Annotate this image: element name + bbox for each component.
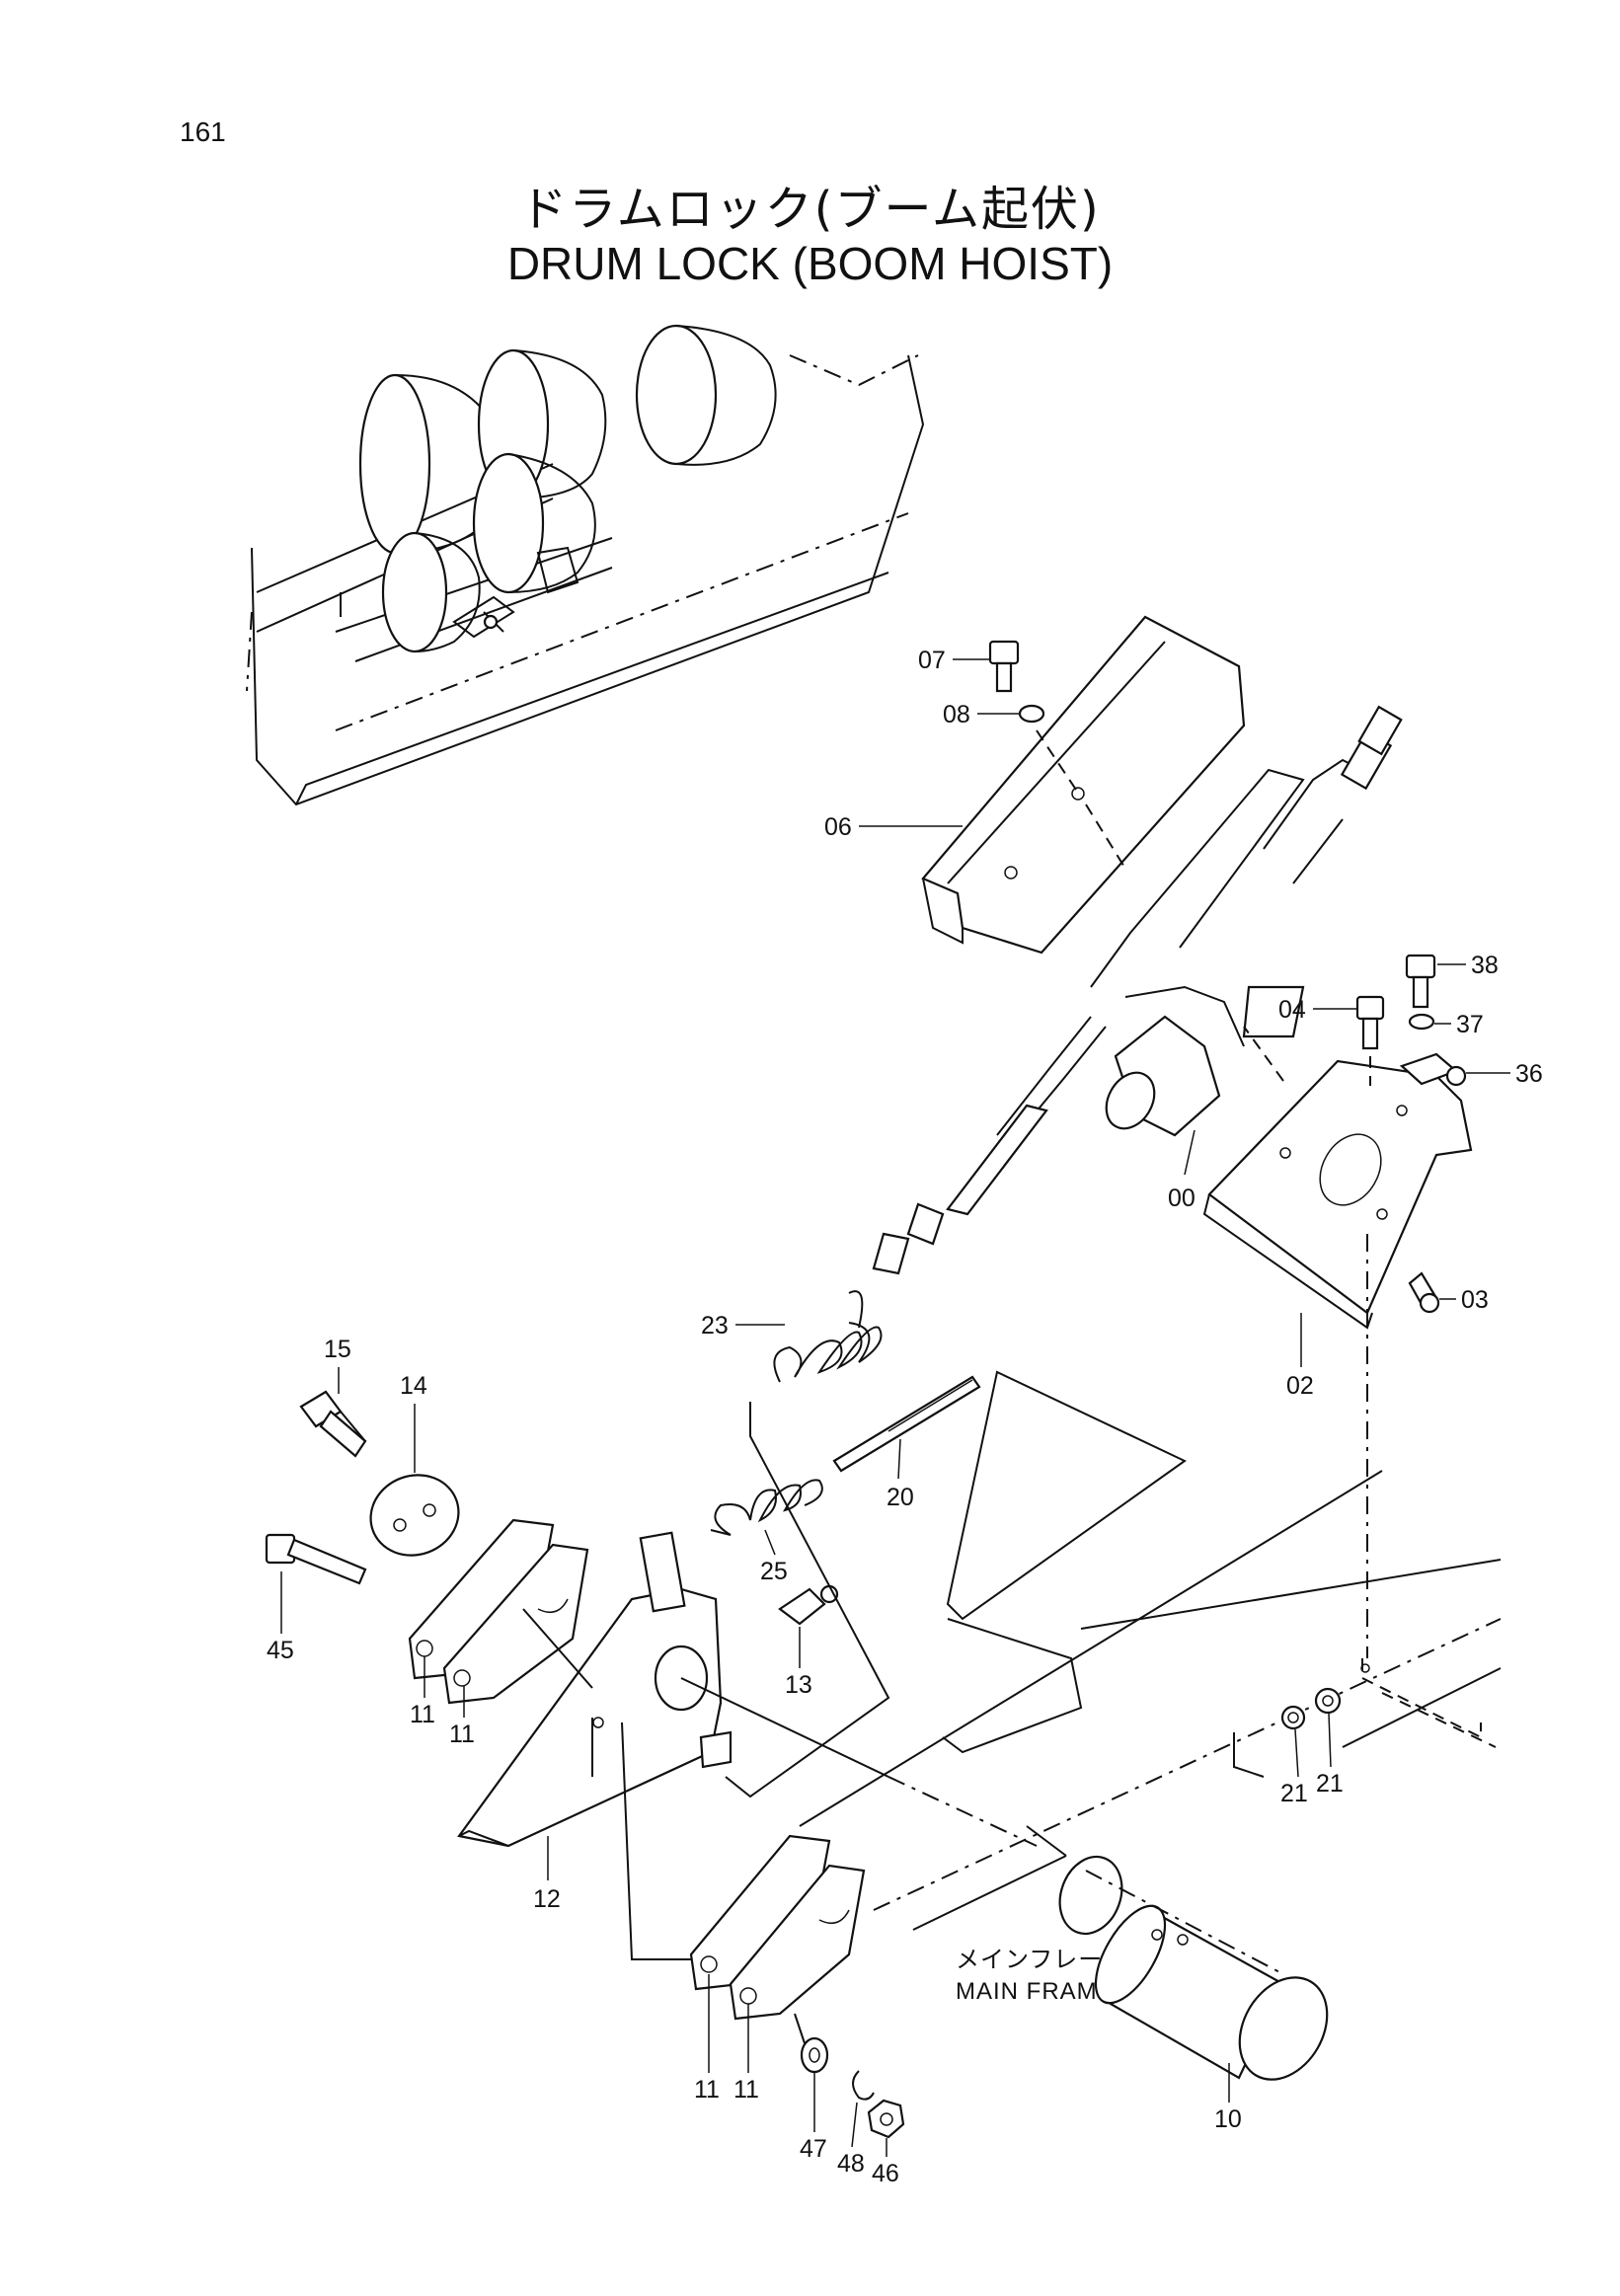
- main-frame-label-english: MAIN FRAME: [956, 1978, 1115, 2005]
- part-label-38: 38: [1471, 952, 1499, 979]
- part-label-47: 47: [800, 2135, 827, 2163]
- leader-lines: [280, 658, 1510, 2157]
- part-label-15: 15: [324, 1336, 351, 1363]
- mounting-plate: [946, 1370, 1187, 1621]
- main-frame-label: メインフレーム MAIN FRAME: [956, 1945, 1127, 2008]
- part-label-10: 10: [1214, 2105, 1242, 2133]
- part-label-02: 02: [1286, 1372, 1314, 1400]
- plate-14: [369, 1474, 460, 1557]
- part-label-25: 25: [760, 1558, 788, 1585]
- nut-46: [867, 2099, 905, 2139]
- fork-11-upper-right: [442, 1543, 589, 1705]
- bolt-04: [1355, 995, 1385, 1050]
- part-label-36: 36: [1515, 1060, 1543, 1088]
- grease-fitting-13: [778, 1584, 839, 1626]
- part-label-21b: 21: [1316, 1770, 1344, 1798]
- part-label-48: 48: [837, 2150, 865, 2178]
- part-label-06: 06: [824, 813, 852, 841]
- part-label-46: 46: [872, 2160, 899, 2187]
- part-label-11d: 11: [733, 2076, 759, 2104]
- part-label-11c: 11: [694, 2076, 720, 2104]
- title-english: DRUM LOCK (BOOM HOIST): [506, 238, 1114, 289]
- bolt-15: [299, 1390, 367, 1458]
- part-label-21a: 21: [1280, 1780, 1308, 1807]
- nut-21-a: [1280, 1705, 1306, 1730]
- spacer-ring: [1058, 1855, 1123, 1936]
- cover-06: [921, 615, 1246, 955]
- part-label-00: 00: [1168, 1185, 1196, 1212]
- washer-08: [1018, 704, 1045, 724]
- part-label-45: 45: [267, 1637, 294, 1664]
- actuator-cable-00: [872, 705, 1403, 1275]
- assembly-lines: [340, 1234, 1368, 2044]
- part-label-11a: 11: [410, 1701, 435, 1728]
- bolt-03: [1408, 1271, 1440, 1314]
- bolt-07: [988, 640, 1020, 693]
- part-label-23: 23: [701, 1312, 729, 1339]
- part-label-20: 20: [887, 1484, 914, 1511]
- main-frame: [799, 1470, 1502, 1931]
- nut-21-b: [1314, 1687, 1342, 1715]
- washer-47: [800, 2036, 829, 2074]
- spring-25: [714, 1479, 823, 1536]
- bolt-45: [265, 1533, 367, 1585]
- lever-12: [457, 1531, 733, 1848]
- fork-11-lower-right: [729, 1864, 866, 2021]
- winch-drum-overview: [246, 324, 925, 806]
- part-label-08: 08: [943, 701, 970, 728]
- part-label-13: 13: [785, 1671, 812, 1699]
- washer-37: [1408, 1013, 1435, 1031]
- part-label-07: 07: [918, 647, 946, 674]
- part-label-37: 37: [1456, 1011, 1484, 1038]
- part-label-03: 03: [1461, 1286, 1489, 1314]
- spring-23: [773, 1290, 883, 1383]
- title-japanese: ドラムロック(ブーム起伏): [519, 182, 1101, 237]
- part-label-12: 12: [533, 1885, 561, 1913]
- bolt-38: [1405, 954, 1436, 1009]
- bracket-02: [1202, 1059, 1473, 1330]
- part-label-04: 04: [1278, 996, 1306, 1024]
- rod-20: [832, 1375, 981, 1473]
- page-number: 161: [180, 116, 226, 147]
- pin-10: [1094, 1904, 1329, 2081]
- snap-ring-48: [852, 2070, 875, 2101]
- part-label-14: 14: [400, 1372, 427, 1400]
- part-label-11b: 11: [449, 1721, 475, 1748]
- clip-36: [1399, 1052, 1467, 1087]
